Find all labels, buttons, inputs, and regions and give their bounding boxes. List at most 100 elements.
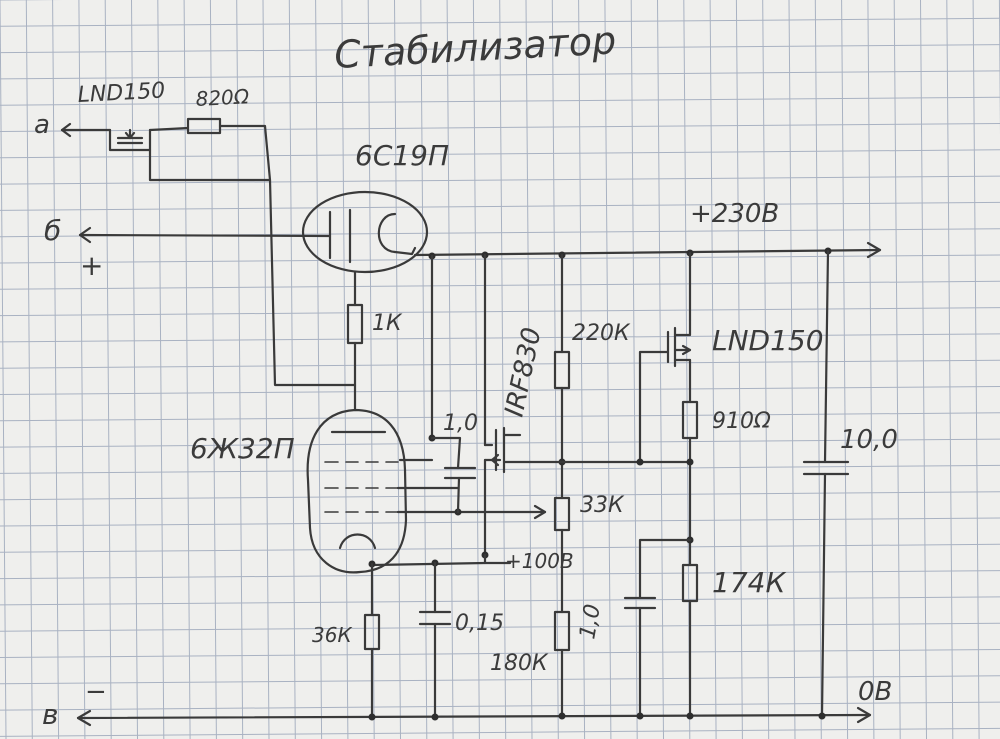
grid-line xyxy=(78,0,86,739)
pentode-label: 6Ж32П xyxy=(190,432,295,465)
grid-line xyxy=(0,596,1000,606)
grid-line xyxy=(0,307,1000,317)
grid-line xyxy=(814,0,822,739)
out-mosfet-label: LND150 xyxy=(712,324,824,357)
r-220k-label: 220К xyxy=(572,321,631,346)
grid-line xyxy=(0,70,1000,80)
grid-line xyxy=(630,0,638,739)
cap-bottom-label: 1,0 xyxy=(575,602,606,641)
top-resistor-label: 820Ω xyxy=(195,84,250,111)
grid-line xyxy=(472,0,480,739)
terminal-b-label: б xyxy=(44,214,61,247)
grid-line xyxy=(262,0,270,739)
triode-envelope xyxy=(301,190,429,274)
grid-line xyxy=(762,0,770,739)
grid-line xyxy=(709,0,717,739)
grid-line xyxy=(236,0,244,739)
pentode-stage: 6Ж32П xyxy=(190,408,547,574)
grid-line xyxy=(920,0,927,739)
grid-line xyxy=(972,0,980,739)
grid-line xyxy=(0,254,1000,264)
grid-line xyxy=(0,17,1000,27)
output-capacitor: 10,0 xyxy=(802,249,898,718)
cap-10-label: 10,0 xyxy=(840,425,898,455)
grid-line xyxy=(0,386,1000,395)
grid-line xyxy=(0,649,1000,658)
grid-line xyxy=(0,333,1000,343)
grid-line xyxy=(0,96,1000,106)
grid-line xyxy=(0,44,1000,54)
grid-line xyxy=(288,0,296,739)
grid-line xyxy=(209,0,217,739)
triode-label: 6С19П xyxy=(355,139,449,172)
grid-line xyxy=(104,0,112,739)
grid-line xyxy=(0,359,1000,369)
irf830-label: IRF830 xyxy=(500,325,548,420)
grid-line xyxy=(0,438,1000,448)
grid-line xyxy=(0,570,1000,580)
triode-stage: б + 6С19П 1К xyxy=(44,139,449,412)
r-174k-label: 174К xyxy=(712,566,786,599)
grid-line xyxy=(0,0,7,739)
r-910-label: 910Ω xyxy=(712,409,771,434)
grid-line xyxy=(183,0,191,739)
r-1k-label: 1К xyxy=(372,311,403,336)
grid-line xyxy=(867,0,875,739)
ground-label: 0В xyxy=(858,677,892,707)
output-rail: +230В xyxy=(413,199,882,260)
resistor-910 xyxy=(681,400,699,440)
grid-line xyxy=(420,0,428,739)
resistor-1k xyxy=(346,303,364,345)
grid-line xyxy=(0,517,1000,527)
grid-line xyxy=(604,0,612,739)
grid-line xyxy=(0,543,1000,553)
grid-line xyxy=(0,675,1000,685)
r-180k-label: 180К xyxy=(490,651,549,676)
grid-line xyxy=(341,0,349,739)
ground-rail: в − 0В xyxy=(42,677,892,731)
terminal-v-label: в xyxy=(42,698,59,731)
grid-line xyxy=(0,464,1000,474)
grid-line xyxy=(946,0,954,739)
terminal-a-label: а xyxy=(34,110,50,140)
grid-line xyxy=(0,491,1000,501)
schematic-title: Стабилизатор xyxy=(333,18,617,77)
grid-line xyxy=(788,0,796,739)
cap-015-label: 0,15 xyxy=(455,611,504,636)
grid-line xyxy=(0,727,1000,737)
ref-voltage-label: +100В xyxy=(505,549,574,573)
r-36k-label: 36К xyxy=(312,623,352,647)
grid-line xyxy=(893,0,901,739)
terminal-v-sign: − xyxy=(85,677,107,707)
voltage-divider: 220К 33К 180К xyxy=(490,253,692,718)
grid-line xyxy=(683,0,691,739)
top-current-source: LND150 820Ω а xyxy=(34,78,272,182)
grid-line xyxy=(0,622,1000,632)
grid-line xyxy=(25,0,33,739)
resistor-174k xyxy=(681,563,699,603)
grid-line xyxy=(131,0,138,739)
output-follower: LND150 910Ω 1,0 174К xyxy=(575,251,824,718)
top-mosfet-label: LND150 xyxy=(77,78,166,108)
grid-line xyxy=(499,0,507,739)
grid-line xyxy=(0,412,1000,422)
output-voltage-label: +230В xyxy=(690,199,779,229)
grid-line xyxy=(0,175,1000,185)
terminal-b-sign: + xyxy=(80,249,103,282)
grid-line xyxy=(157,0,165,739)
resistor-36k xyxy=(363,613,381,651)
pentode-envelope xyxy=(306,408,408,574)
grid-line xyxy=(0,701,1000,711)
grid-line xyxy=(841,0,849,739)
grid-line xyxy=(735,0,743,739)
pot-33k-label: 33К xyxy=(580,493,625,518)
grid-line xyxy=(657,0,664,739)
grid-line xyxy=(0,149,1000,159)
grid-line xyxy=(394,0,401,739)
grid-line xyxy=(0,201,1000,211)
grid-line xyxy=(52,0,60,739)
grid-line xyxy=(578,0,586,739)
resistor-220k xyxy=(553,350,571,390)
cathode-network: +100В 36К 0,15 xyxy=(312,549,574,718)
